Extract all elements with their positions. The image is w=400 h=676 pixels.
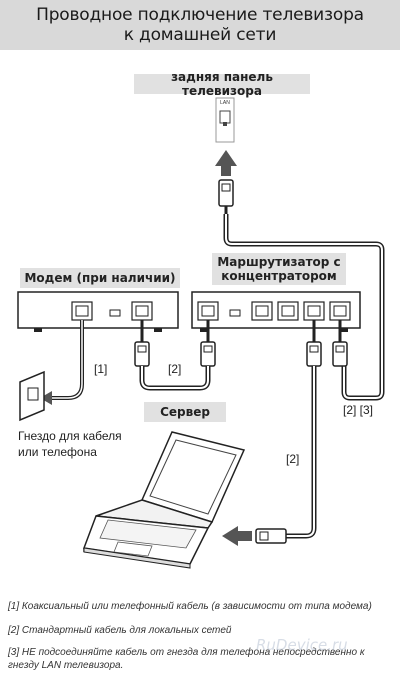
modem-router-cable [134, 320, 216, 391]
wall-socket-label-line1: Гнездо для кабеля [18, 429, 122, 443]
arrow-to-socket-icon [40, 391, 52, 405]
wall-socket [19, 370, 45, 422]
wall-socket-label-line2: или телефона [18, 445, 97, 459]
server-label: Сервер [144, 402, 226, 422]
router-device [191, 291, 361, 332]
watermark: RuDevice.ru [256, 636, 348, 654]
modem-label: Модем (при наличии) [20, 268, 180, 288]
modem-device [17, 291, 179, 332]
laptop-cable [255, 320, 322, 544]
cable-tag-tv: [2] [3] [343, 403, 374, 417]
lan-port-label: LAN [220, 100, 230, 106]
note-2: [2] Стандартный кабель для локальных сет… [8, 625, 232, 636]
page-title: Проводное подключение телевизора к домаш… [36, 5, 364, 45]
cable-tag-laptop: [2] [286, 452, 300, 466]
arrow-to-laptop-icon [222, 526, 252, 546]
tv-router-plug [332, 320, 348, 367]
router-label: Маршрутизатор с концентратором [212, 253, 346, 285]
cable-tag-coax: [1] [94, 362, 108, 376]
laptop-icon [82, 431, 246, 569]
note-1: [1] Коаксиальный или телефонный кабель (… [8, 601, 372, 612]
title-bar: Проводное подключение телевизора к домаш… [0, 0, 400, 50]
tv-lan-port: LAN [215, 97, 235, 143]
coax-cable [50, 320, 84, 400]
tv-cable-plug [218, 179, 234, 214]
note-3: [3] НЕ подсоединяйте кабель от гнезда дл… [8, 647, 365, 671]
cable-tag-modem-router: [2] [168, 362, 182, 376]
arrow-to-tv-icon [215, 150, 237, 176]
